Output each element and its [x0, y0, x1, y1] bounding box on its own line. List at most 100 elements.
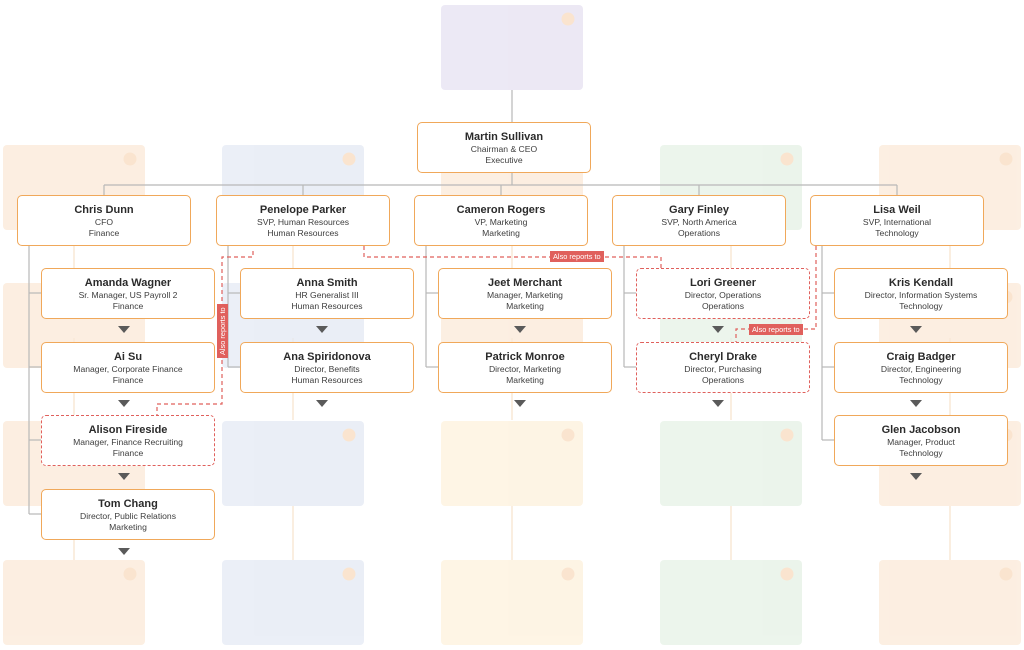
background-card [879, 560, 1021, 645]
background-card [3, 560, 145, 645]
also-reports-to-label: Also reports to [550, 251, 604, 262]
employee-name: Kris Kendall [888, 277, 954, 289]
card-tom-chang[interactable]: Tom Chang Director, Public Relations Mar… [41, 489, 215, 540]
employee-title: Director, Purchasing [684, 364, 762, 374]
card-ana-spiridonova[interactable]: Ana Spiridonova Director, Benefits Human… [240, 342, 414, 393]
employee-title: Manager, Product [887, 437, 955, 447]
expand-arrow-icon[interactable] [118, 548, 130, 555]
employee-title: Chairman & CEO [470, 144, 538, 154]
card-ai-su[interactable]: Ai Su Manager, Corporate Finance Finance [41, 342, 215, 393]
employee-department: Operations [677, 228, 721, 238]
employee-name: Cameron Rogers [456, 204, 546, 216]
employee-name: Craig Badger [886, 351, 956, 363]
employee-department: Technology [899, 448, 943, 458]
employee-department: Human Resources [291, 301, 363, 311]
expand-arrow-icon[interactable] [118, 326, 130, 333]
employee-title: VP, Marketing [474, 217, 528, 227]
employee-name: Tom Chang [98, 498, 158, 510]
employee-department: Finance [112, 301, 144, 311]
employee-department: Marketing [109, 522, 147, 532]
expand-arrow-icon[interactable] [118, 473, 130, 480]
employee-department: Marketing [506, 301, 544, 311]
employee-department: Human Resources [291, 375, 363, 385]
employee-title: Director, Engineering [880, 364, 962, 374]
employee-department: Marketing [482, 228, 520, 238]
expand-arrow-icon[interactable] [316, 400, 328, 407]
background-card [660, 421, 802, 506]
employee-department: Finance [112, 448, 144, 458]
card-chris-dunn[interactable]: Chris Dunn CFO Finance [17, 195, 191, 246]
employee-department: Finance [88, 228, 120, 238]
expand-arrow-icon[interactable] [514, 400, 526, 407]
card-lisa-weil[interactable]: Lisa Weil SVP, International Technology [810, 195, 984, 246]
card-glen-jacobson[interactable]: Glen Jacobson Manager, Product Technolog… [834, 415, 1008, 466]
expand-arrow-icon[interactable] [118, 400, 130, 407]
employee-department: Finance [112, 375, 144, 385]
employee-title: SVP, Human Resources [256, 217, 350, 227]
card-alison-fireside[interactable]: Alison Fireside Manager, Finance Recruit… [41, 415, 215, 466]
employee-name: Cheryl Drake [689, 351, 757, 363]
employee-title: Director, Information Systems [864, 290, 978, 300]
employee-name: Lori Greener [689, 277, 757, 289]
card-anna-smith[interactable]: Anna Smith HR Generalist III Human Resou… [240, 268, 414, 319]
employee-department: Operations [701, 375, 745, 385]
expand-arrow-icon[interactable] [316, 326, 328, 333]
card-jeet-merchant[interactable]: Jeet Merchant Manager, Marketing Marketi… [438, 268, 612, 319]
employee-title: Manager, Finance Recruiting [73, 437, 183, 447]
card-amanda-wagner[interactable]: Amanda Wagner Sr. Manager, US Payroll 2 … [41, 268, 215, 319]
employee-department: Technology [899, 375, 943, 385]
employee-name: Jeet Merchant [488, 277, 562, 289]
employee-title: Director, Operations [684, 290, 762, 300]
employee-department: Technology [875, 228, 919, 238]
employee-name: Martin Sullivan [464, 131, 544, 143]
employee-title: Sr. Manager, US Payroll 2 [78, 290, 178, 300]
employee-department: Technology [899, 301, 943, 311]
employee-name: Amanda Wagner [84, 277, 172, 289]
card-craig-badger[interactable]: Craig Badger Director, Engineering Techn… [834, 342, 1008, 393]
expand-arrow-icon[interactable] [712, 326, 724, 333]
employee-title: Director, Public Relations [79, 511, 176, 521]
employee-title: Director, Benefits [294, 364, 360, 374]
card-patrick-monroe[interactable]: Patrick Monroe Director, Marketing Marke… [438, 342, 612, 393]
expand-arrow-icon[interactable] [514, 326, 526, 333]
employee-title: CFO [94, 217, 114, 227]
background-card [222, 421, 364, 506]
employee-name: Penelope Parker [259, 204, 347, 216]
also-reports-to-label: Also reports to [749, 324, 803, 335]
background-card [441, 5, 583, 90]
also-reports-to-label: Also reports to [217, 304, 228, 358]
employee-name: Chris Dunn [74, 204, 134, 216]
employee-name: Patrick Monroe [485, 351, 565, 363]
card-penelope-parker[interactable]: Penelope Parker SVP, Human Resources Hum… [216, 195, 390, 246]
card-gary-finley[interactable]: Gary Finley SVP, North America Operation… [612, 195, 786, 246]
employee-name: Ai Su [113, 351, 143, 363]
card-lori-greener[interactable]: Lori Greener Director, Operations Operat… [636, 268, 810, 319]
employee-name: Lisa Weil [873, 204, 921, 216]
card-kris-kendall[interactable]: Kris Kendall Director, Information Syste… [834, 268, 1008, 319]
employee-name: Ana Spiridonova [283, 351, 371, 363]
employee-title: Director, Marketing [488, 364, 562, 374]
card-cameron-rogers[interactable]: Cameron Rogers VP, Marketing Marketing [414, 195, 588, 246]
expand-arrow-icon[interactable] [910, 473, 922, 480]
expand-arrow-icon[interactable] [910, 326, 922, 333]
employee-title: SVP, International [862, 217, 932, 227]
background-card [660, 560, 802, 645]
expand-arrow-icon[interactable] [910, 400, 922, 407]
employee-title: Manager, Marketing [487, 290, 563, 300]
employee-department: Human Resources [267, 228, 339, 238]
employee-department: Executive [485, 155, 523, 165]
background-card [222, 560, 364, 645]
background-card [441, 421, 583, 506]
employee-name: Alison Fireside [88, 424, 168, 436]
expand-arrow-icon[interactable] [712, 400, 724, 407]
card-martin-sullivan[interactable]: Martin Sullivan Chairman & CEO Executive [417, 122, 591, 173]
employee-name: Gary Finley [669, 204, 729, 216]
card-cheryl-drake[interactable]: Cheryl Drake Director, Purchasing Operat… [636, 342, 810, 393]
employee-name: Glen Jacobson [881, 424, 961, 436]
background-card [441, 560, 583, 645]
employee-department: Operations [701, 301, 745, 311]
employee-department: Marketing [506, 375, 544, 385]
employee-name: Anna Smith [296, 277, 358, 289]
employee-title: SVP, North America [661, 217, 737, 227]
